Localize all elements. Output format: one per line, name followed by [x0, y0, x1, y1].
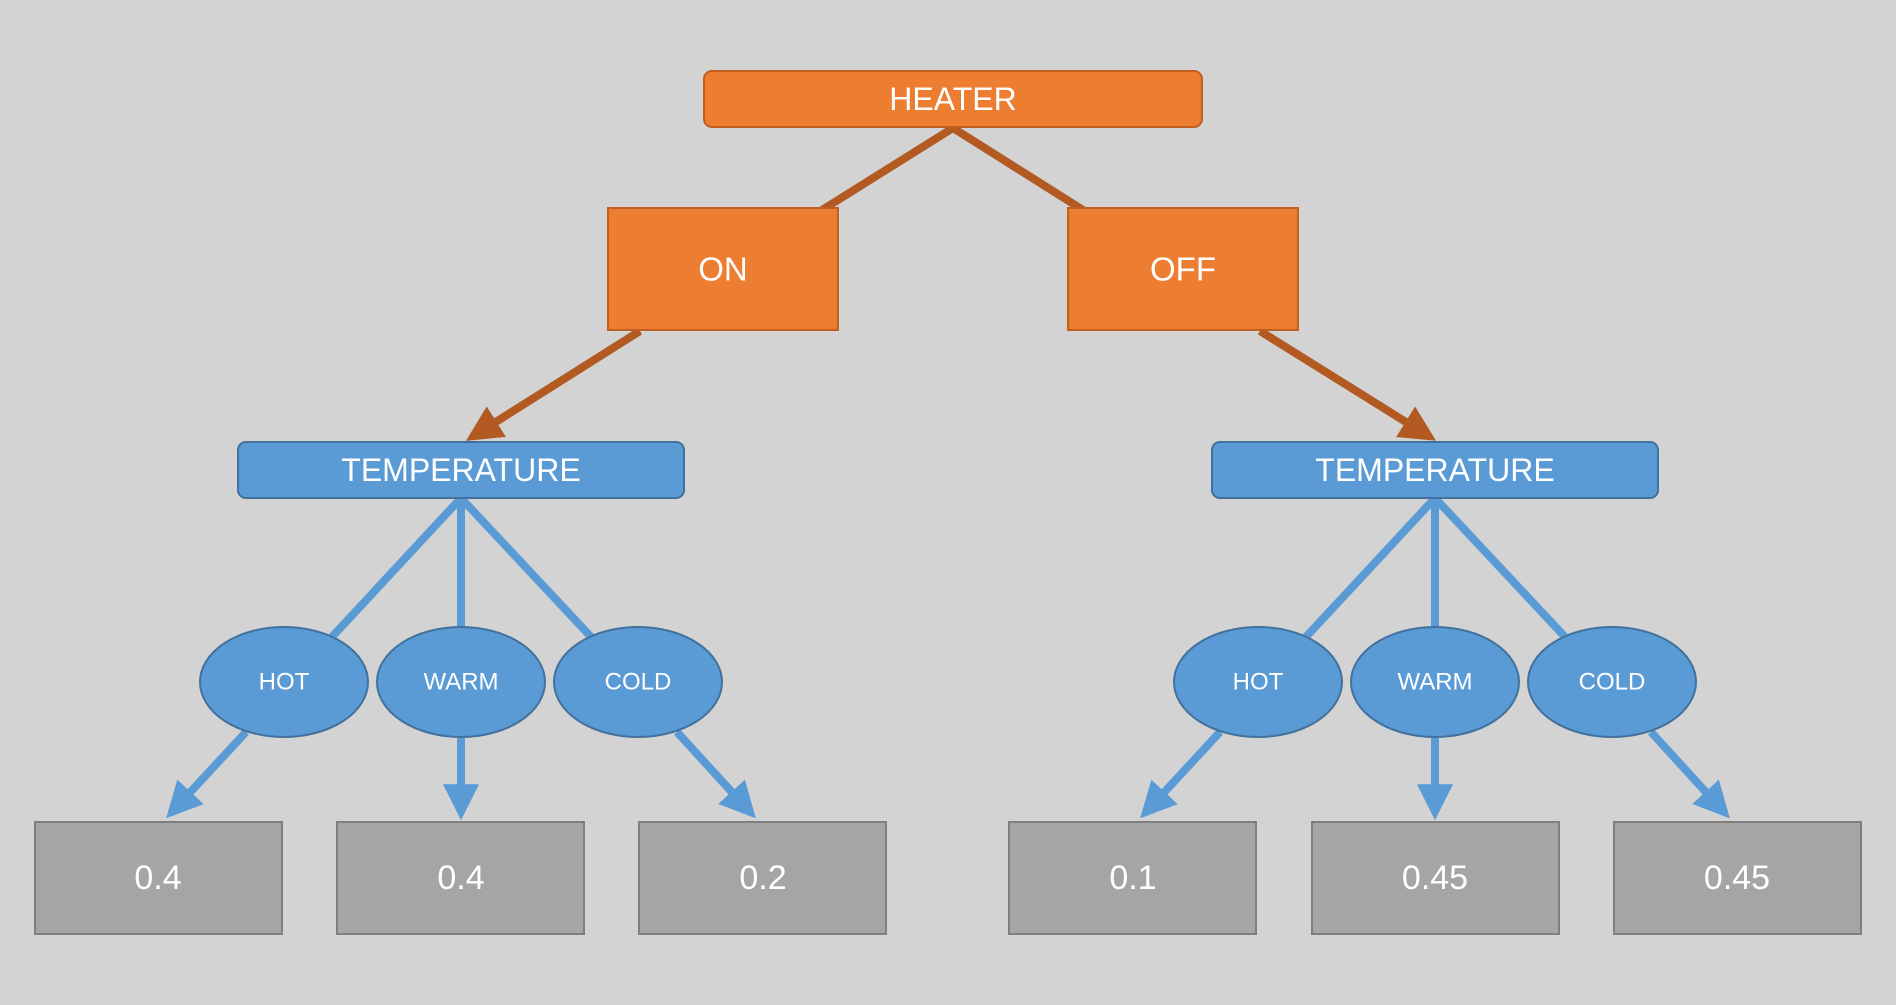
right-temperature-node: TEMPERATURE — [1211, 441, 1659, 499]
heater-node: HEATER — [703, 70, 1203, 128]
heater-label: HEATER — [889, 81, 1016, 117]
right-cold-to-prob-arrow — [1648, 729, 1730, 819]
state-off-label: OFF — [1150, 251, 1216, 288]
left-warm-probability-box: 0.4 — [336, 821, 585, 935]
state-off-node: OFF — [1067, 207, 1299, 331]
left-outcome-cold-label: COLD — [605, 669, 672, 696]
left-cold-to-prob-arrow — [674, 729, 756, 819]
right-outcome-cold-label: COLD — [1579, 669, 1646, 696]
right-warm-probability-box: 0.45 — [1311, 821, 1560, 935]
state-on-label: ON — [698, 251, 748, 288]
left-hot-to-prob-arrow — [166, 729, 249, 819]
off-to-temperature-arrow — [1257, 327, 1437, 441]
left-outcome-warm-label: WARM — [423, 669, 498, 696]
left-outcome-hot-label: HOT — [259, 669, 310, 696]
on-to-temperature-arrow — [465, 327, 643, 441]
right-temperature-label: TEMPERATURE — [1315, 452, 1554, 488]
right-outcome-warm-label: WARM — [1397, 669, 1472, 696]
left-cold-probability-value: 0.2 — [739, 859, 786, 897]
state-on-node: ON — [607, 207, 839, 331]
connectors — [166, 124, 1730, 821]
left-temperature-node: TEMPERATURE — [237, 441, 685, 499]
right-cold-probability-box: 0.45 — [1613, 821, 1862, 935]
left-outcome-warm: WARM — [376, 626, 546, 738]
left-outcome-hot: HOT — [199, 626, 369, 738]
right-temp-to-cold-edge — [1432, 495, 1569, 641]
right-warm-probability-value: 0.45 — [1402, 859, 1468, 897]
right-outcome-hot-label: HOT — [1233, 669, 1284, 696]
right-outcome-cold: COLD — [1527, 626, 1697, 738]
right-temp-to-hot-edge — [1302, 495, 1438, 641]
left-temp-to-cold-edge — [458, 495, 595, 641]
left-temperature-label: TEMPERATURE — [341, 452, 580, 488]
left-cold-probability-box: 0.2 — [638, 821, 887, 935]
right-outcome-hot: HOT — [1173, 626, 1343, 738]
left-hot-probability-box: 0.4 — [34, 821, 283, 935]
right-hot-to-prob-arrow — [1140, 729, 1223, 819]
left-warm-probability-value: 0.4 — [437, 859, 484, 897]
heater-to-on-edge — [819, 124, 956, 214]
right-hot-probability-value: 0.1 — [1109, 859, 1156, 897]
left-hot-probability-value: 0.4 — [134, 859, 181, 897]
heater-to-off-edge — [950, 124, 1086, 214]
right-outcome-warm: WARM — [1350, 626, 1520, 738]
right-cold-probability-value: 0.45 — [1704, 859, 1770, 897]
right-hot-probability-box: 0.1 — [1008, 821, 1257, 935]
left-temp-to-hot-edge — [328, 495, 464, 641]
left-outcome-cold: COLD — [553, 626, 723, 738]
